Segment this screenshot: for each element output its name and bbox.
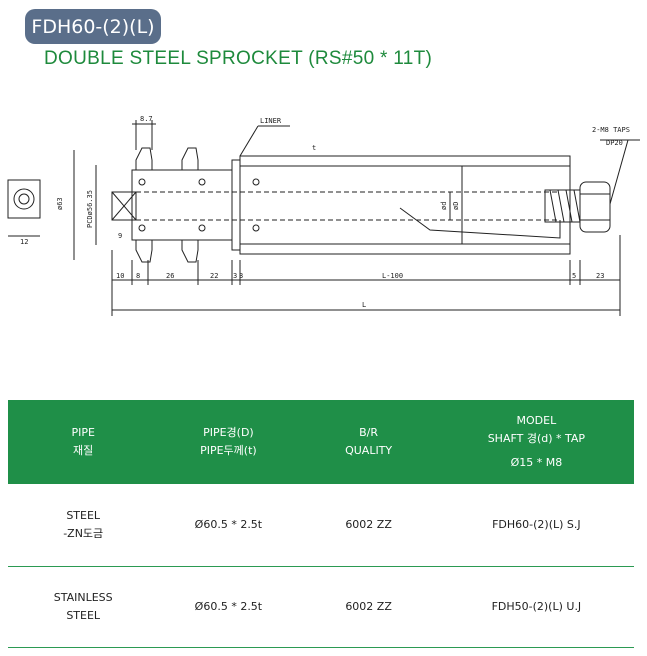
cell-material: STAINLESS STEEL <box>8 566 159 648</box>
sprocket-left <box>135 147 153 263</box>
overall-l: L <box>362 301 366 309</box>
dim-phi-63: ø63 <box>56 197 64 210</box>
dim-12: 12 <box>20 238 28 246</box>
dim-pcd: PCDø56.35 <box>86 190 94 228</box>
seg-3a: 3 <box>233 272 237 280</box>
header-pipe-material: PIPE 재질 <box>8 400 159 484</box>
seg-8: 8 <box>136 272 140 280</box>
spec-table: PIPE 재질 PIPE경(D) PIPE두께(t) B/R QUALITY M… <box>8 400 634 648</box>
model-badge: FDH60-(2)(L) <box>25 9 161 44</box>
dim-d: ød <box>440 202 448 210</box>
seg-22: 22 <box>210 272 218 280</box>
header-bearing-quality: B/R QUALITY <box>298 400 439 484</box>
dim-t: t <box>312 144 316 152</box>
cell-model: FDH60-(2)(L) S.J <box>438 484 634 567</box>
cell-model: FDH50-(2)(L) U.J <box>438 566 634 648</box>
seg-10: 10 <box>116 272 124 280</box>
seg-23: 23 <box>596 272 604 280</box>
taps-label: 2-M8 TAPS <box>592 126 630 134</box>
pipe-body <box>239 155 571 255</box>
product-subtitle: DOUBLE STEEL SPROCKET (RS#50 * 11T) <box>44 48 433 69</box>
table-header-row: PIPE 재질 PIPE경(D) PIPE두께(t) B/R QUALITY M… <box>8 400 634 484</box>
cell-pipe: Ø60.5 * 2.5t <box>158 566 299 648</box>
end-view-outer-circle <box>13 188 35 210</box>
cell-bearing: 6002 ZZ <box>298 484 439 567</box>
technical-drawing: 8.7 LINER 2-M8 TAPS DP20 ø63 PCDø56.35 1… <box>7 115 640 316</box>
table-row: STEEL -ZN도금 Ø60.5 * 2.5t 6002 ZZ FDH60-(… <box>8 484 634 567</box>
cell-material: STEEL -ZN도금 <box>8 484 159 567</box>
seg-26: 26 <box>166 272 174 280</box>
dp-label: DP20 <box>606 139 623 147</box>
end-nut <box>579 181 611 233</box>
cell-pipe: Ø60.5 * 2.5t <box>158 484 299 567</box>
liner-label: LINER <box>260 117 282 125</box>
end-view-hex <box>7 179 41 219</box>
seg-5: 5 <box>572 272 576 280</box>
end-view-inner-circle <box>18 193 30 205</box>
dim-D: øD <box>452 202 460 210</box>
header-model: MODEL SHAFT 경(d) * TAP Ø15 * M8 <box>438 400 634 484</box>
dim-8-7: 8.7 <box>140 115 153 123</box>
table-row: STAINLESS STEEL Ø60.5 * 2.5t 6002 ZZ FDH… <box>8 566 634 648</box>
seg-l-100: L-100 <box>382 272 403 280</box>
sprocket-right <box>181 147 199 263</box>
seg-3b: 3 <box>239 272 243 280</box>
dim-9: 9 <box>118 232 122 240</box>
cell-bearing: 6002 ZZ <box>298 566 439 648</box>
header-pipe-size: PIPE경(D) PIPE두께(t) <box>158 400 299 484</box>
